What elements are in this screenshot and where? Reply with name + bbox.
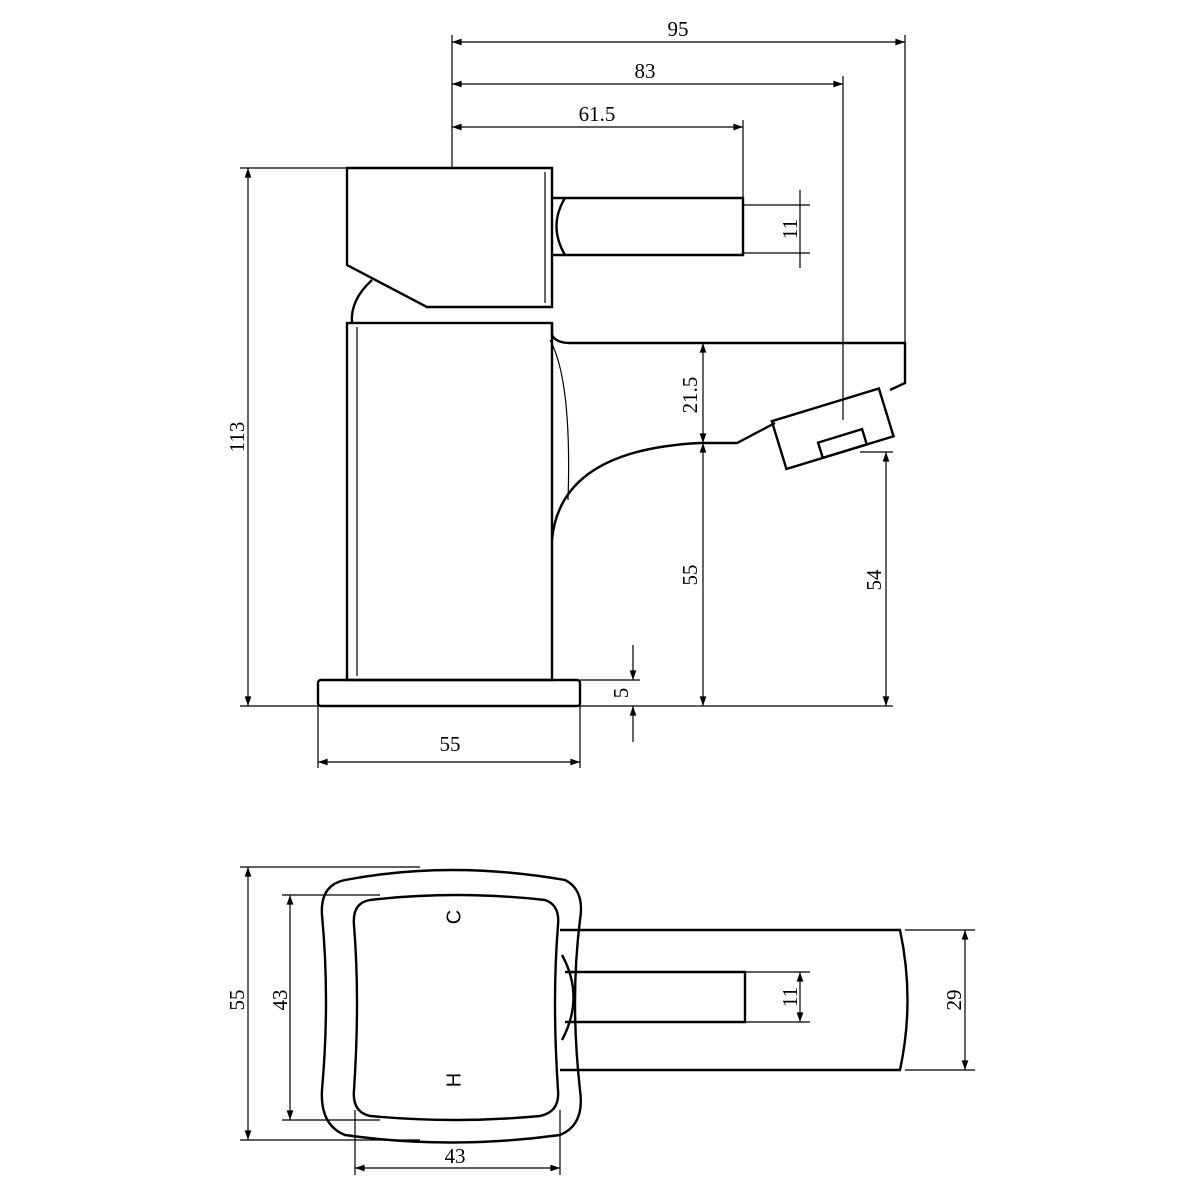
dim-spout-width: 29 [942, 990, 966, 1011]
plan-spout [560, 928, 909, 1072]
aerator [770, 386, 896, 471]
neck [350, 279, 373, 324]
dim-outlet-height: 54 [862, 569, 886, 591]
dim-handle-depth: 43 [445, 1144, 466, 1168]
spout [550, 323, 907, 541]
dim-handle-width: 43 [268, 990, 292, 1011]
plan-handle-top [352, 893, 560, 1122]
dim-body-width: 55 [225, 990, 249, 1011]
lever [552, 196, 745, 257]
dim-base-thickness: 5 [609, 688, 633, 699]
side-view: 95 83 61.5 11 113 21.5 55 54 5 55 [225, 17, 907, 768]
dim-overall-height: 113 [225, 422, 249, 453]
dim-overall-depth: 95 [668, 17, 689, 41]
spout-edge [549, 339, 570, 501]
dim-base-width: 55 [440, 732, 461, 756]
dim-spout-to-aerator: 83 [635, 59, 656, 83]
dim-lever-width: 11 [778, 987, 802, 1007]
body [345, 321, 554, 682]
dim-lever-height: 11 [778, 219, 802, 239]
base [316, 678, 582, 708]
hot-marking: H [443, 1073, 465, 1087]
cold-marking: C [443, 910, 465, 924]
dim-spout-thickness: 21.5 [678, 377, 702, 414]
plan-view: C H 55 43 11 29 43 [225, 866, 975, 1175]
dim-lever-reach: 61.5 [579, 102, 616, 126]
handle-block [345, 166, 554, 309]
dim-spout-clearance: 55 [678, 565, 702, 586]
plan-lever [560, 954, 747, 1041]
